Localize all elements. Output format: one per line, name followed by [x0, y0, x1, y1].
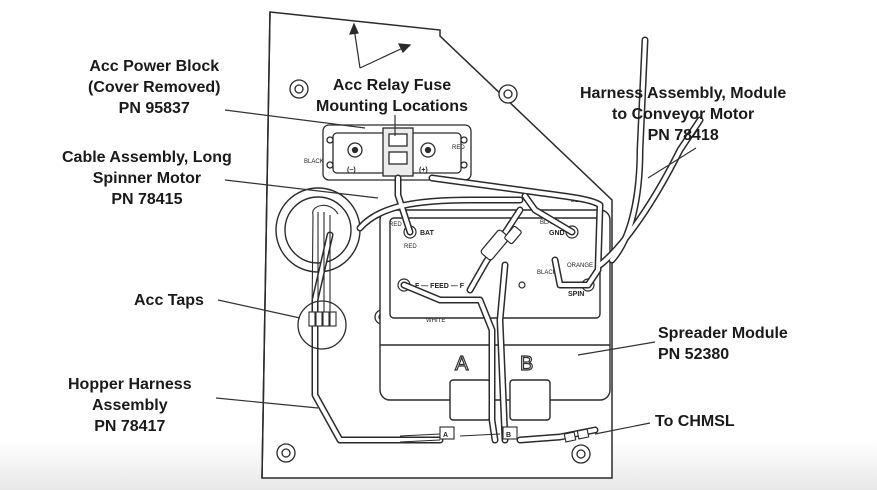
callout-line: (Cover Removed): [88, 79, 221, 96]
label-spin: SPIN: [568, 291, 584, 298]
callout-line: Acc Relay Fuse: [332, 77, 452, 94]
callout-acc-taps: Acc Taps: [134, 290, 204, 311]
acc-power-block: [322, 124, 472, 181]
bottom-connectors: [399, 426, 590, 443]
callout-line: to Conveyor Motor: [612, 106, 755, 123]
label-bat: BAT: [420, 230, 435, 237]
callout-acc-relay-fuse: Acc Relay Fuse Mounting Locations: [316, 75, 468, 117]
module-letter-b: B: [520, 353, 533, 375]
callout-hopper-harness: Hopper Harness Assembly PN 78417: [68, 374, 192, 437]
callout-line: Cable Assembly, Long: [62, 149, 232, 166]
callout-line: PN 78415: [111, 191, 183, 208]
inline-fuse: [480, 225, 522, 261]
callout-harness-conveyor: Harness Assembly, Module to Conveyor Mot…: [580, 83, 786, 146]
callout-line: PN 95837: [118, 100, 190, 117]
callout-line: PN 52380: [658, 346, 730, 363]
label-conn-a: A: [443, 432, 448, 439]
callout-line: Spinner Motor: [92, 170, 202, 187]
label-red-top: RED: [452, 145, 465, 151]
callout-line: PN 78417: [94, 418, 166, 435]
label-red-bat: RED: [389, 222, 402, 228]
label-orange: ORANGE: [567, 263, 593, 269]
callout-line: Mounting Locations: [316, 98, 468, 115]
callout-line: Acc Power Block: [89, 58, 220, 75]
label-white: WHITE: [426, 318, 445, 324]
label-black-mid: BLACK: [537, 270, 557, 276]
module-letter-a: A: [455, 353, 469, 375]
label-black-left: BLACK: [304, 159, 324, 165]
callout-to-chmsl: To CHMSL: [655, 411, 735, 432]
label-feed: F — FEED — F: [415, 283, 465, 290]
callout-line: Hopper Harness: [68, 376, 192, 393]
callout-line: Harness Assembly, Module: [580, 85, 787, 102]
callout-line: Spreader Module: [658, 325, 788, 342]
acc-taps-bundle: [297, 204, 347, 350]
label-minus-terminal: (−): [347, 167, 356, 174]
direction-arrows: [349, 22, 412, 69]
callout-line: PN 78418: [647, 127, 719, 144]
label-gnd: GND: [549, 230, 565, 237]
leader-lines: [215, 109, 697, 435]
label-black-gnd: BLACK: [540, 220, 560, 226]
label-conn-b: B: [506, 432, 511, 439]
label-red-bat-lower: RED: [404, 244, 417, 250]
callout-line: To CHMSL: [655, 413, 735, 430]
callout-acc-power-block: Acc Power Block (Cover Removed) PN 95837: [88, 56, 220, 119]
callout-cable-assembly: Cable Assembly, Long Spinner Motor PN 78…: [62, 147, 232, 210]
label-plus-terminal: (+): [419, 167, 428, 174]
callout-line: Acc Taps: [134, 292, 204, 309]
callout-spreader-module: Spreader Module PN 52380: [658, 323, 788, 365]
callout-line: Assembly: [92, 397, 168, 414]
spreader-module: [379, 209, 611, 421]
